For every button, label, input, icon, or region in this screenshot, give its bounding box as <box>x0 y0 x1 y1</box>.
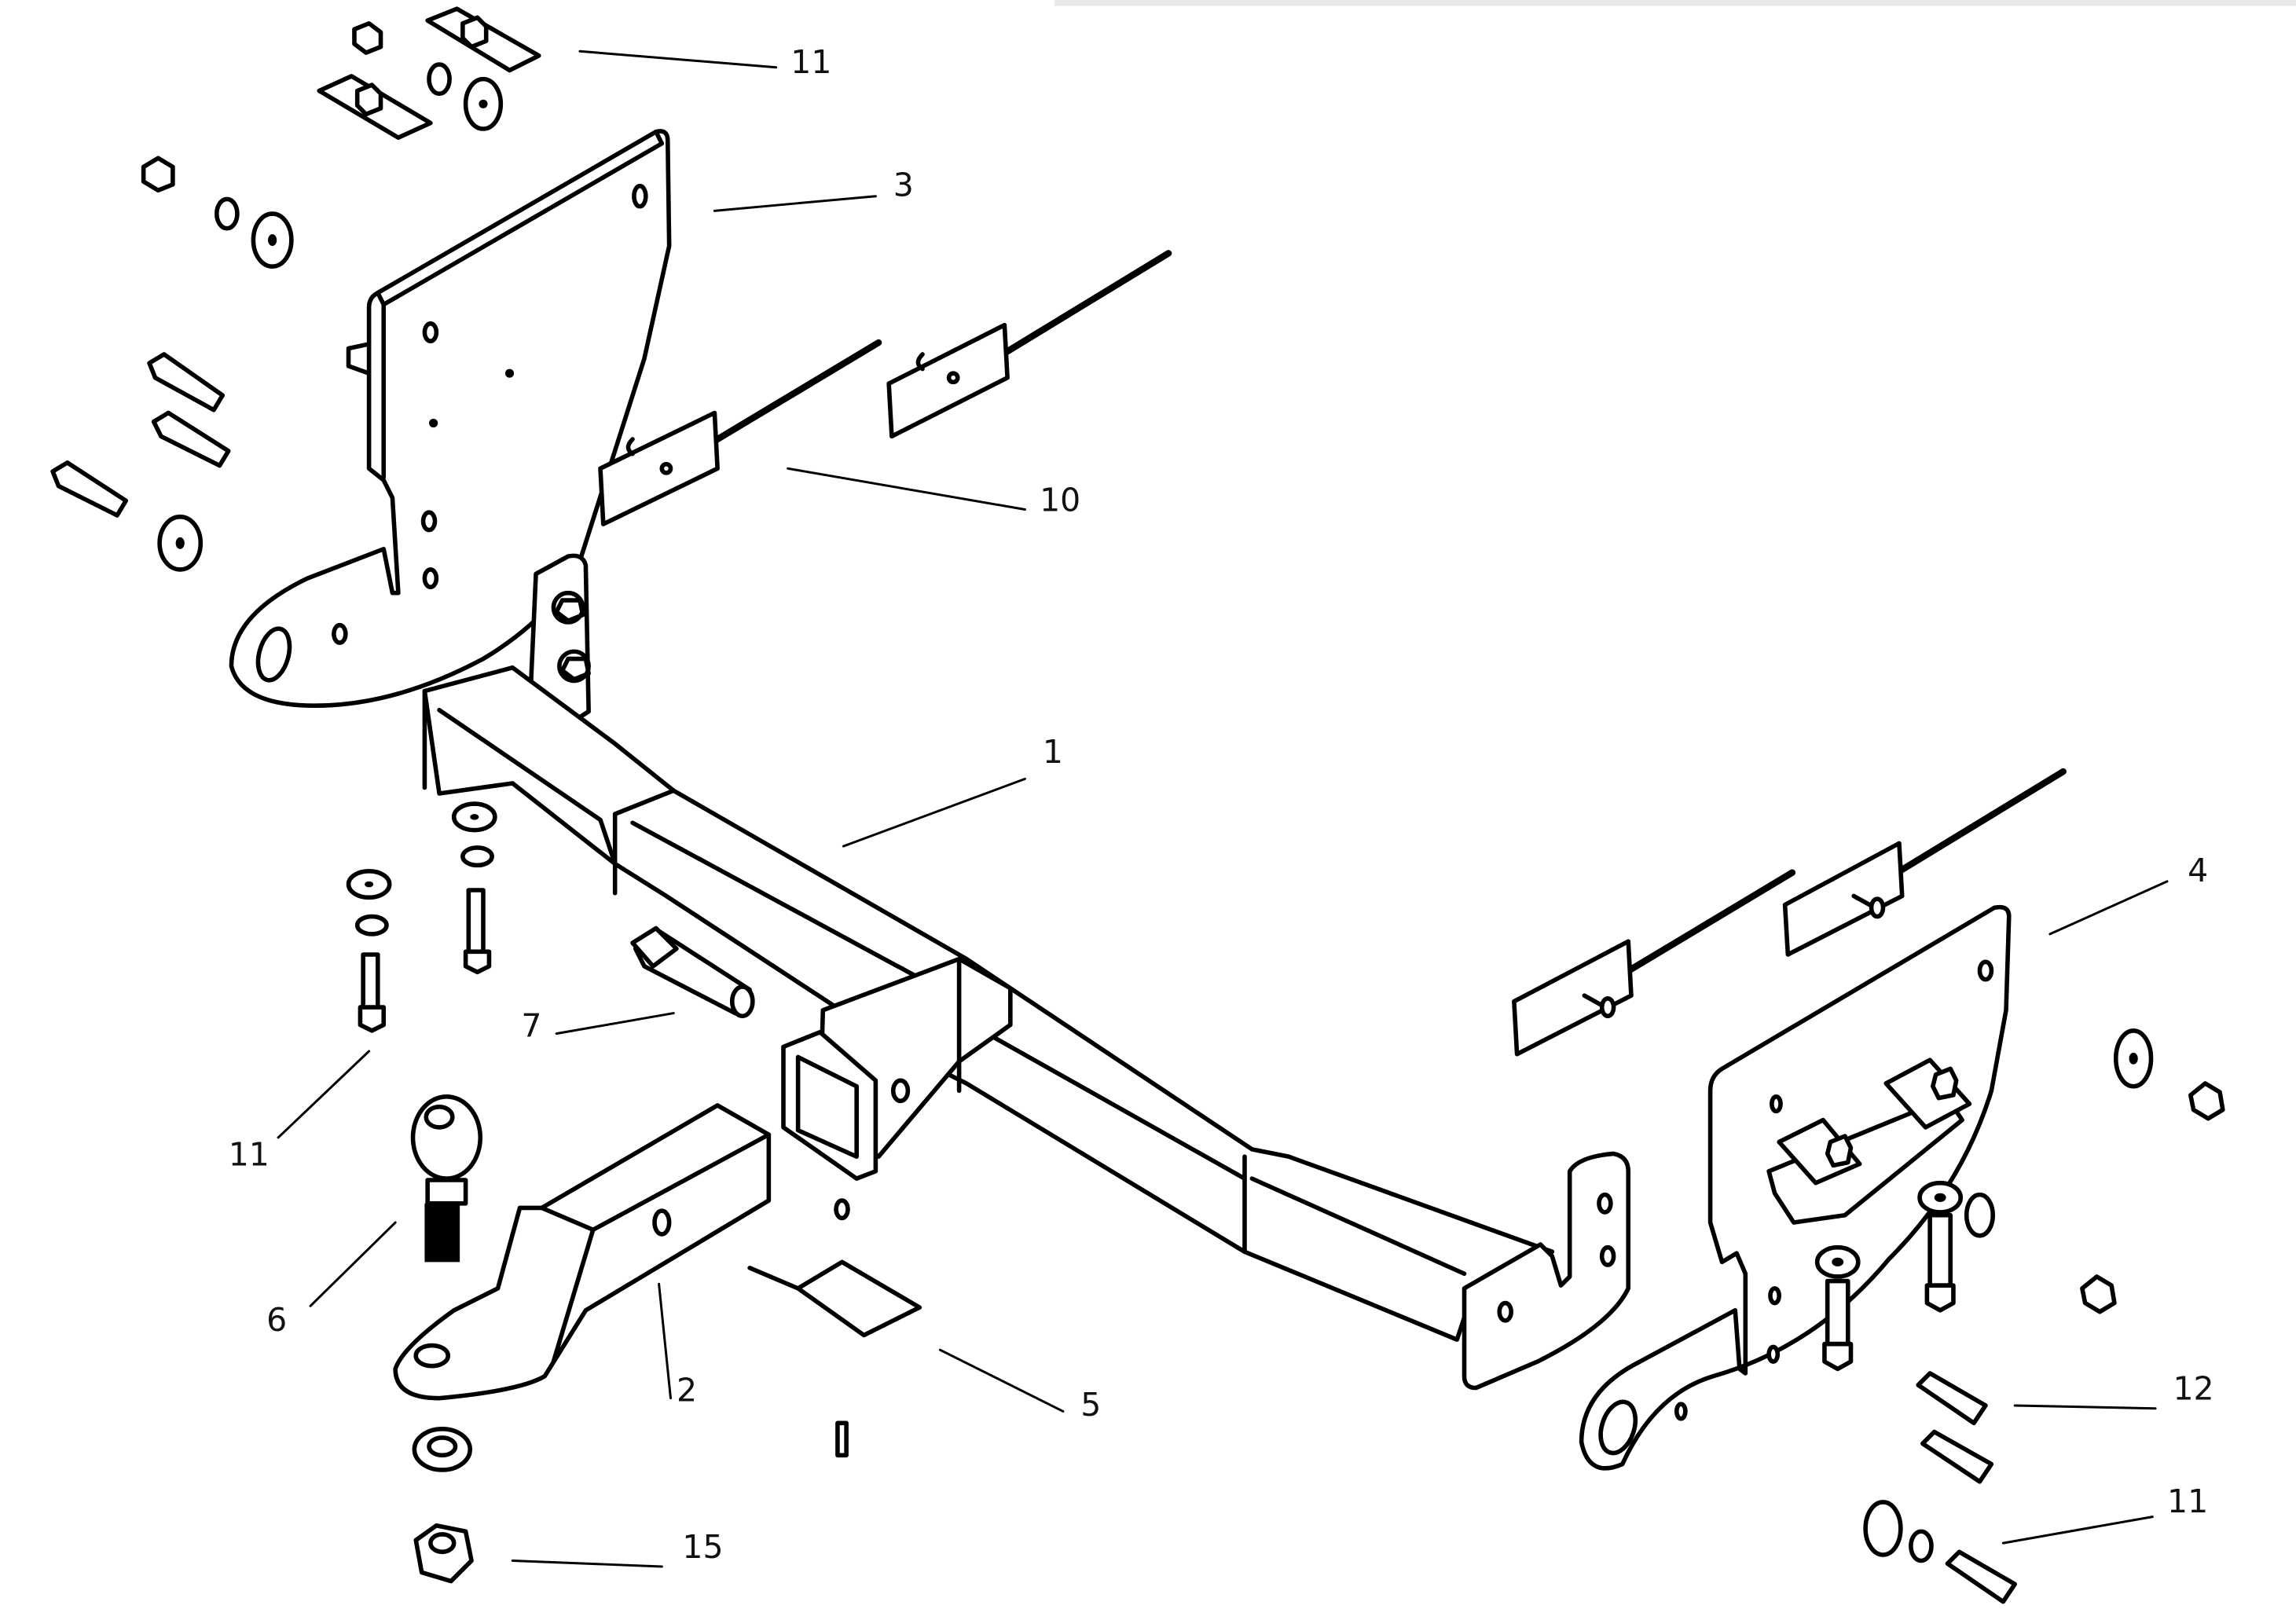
leader-4 <box>2048 880 2169 936</box>
cage-nut-plates <box>317 6 541 140</box>
receiver-tube <box>781 956 1013 1181</box>
right-side-bracket <box>1579 904 2012 1471</box>
hitch-pin <box>630 925 755 1019</box>
left-underside-bolts <box>346 801 497 1033</box>
callout-7: 7 <box>521 1006 541 1044</box>
leader-lines <box>277 49 2169 1568</box>
callout-11-right: 11 <box>2167 1483 2208 1520</box>
right-bracket-bolts <box>1814 1180 1996 1372</box>
callout-12: 12 <box>2173 1370 2213 1408</box>
callout-10: 11 <box>790 43 831 81</box>
top-edge-shadow <box>1054 0 2296 6</box>
leader-7 <box>555 1012 675 1035</box>
ball-nut <box>412 1426 474 1584</box>
leader-9 <box>787 467 1026 511</box>
ball-mount <box>393 1103 772 1401</box>
leader-11-left <box>277 1050 371 1139</box>
leader-3 <box>713 195 877 212</box>
leader-11-right <box>2001 1516 2154 1545</box>
callout-labels: 11 3 10 1 4 7 11 6 2 5 15 12 11 <box>229 43 2214 1566</box>
leader-5 <box>938 1348 1065 1413</box>
callout-3: 3 <box>893 167 914 204</box>
leader-10 <box>578 49 778 69</box>
leader-12 <box>2013 1404 2157 1410</box>
right-end-plate <box>1462 1151 1631 1391</box>
leader-15 <box>511 1560 663 1568</box>
callout-5: 5 <box>1080 1386 1101 1424</box>
callout-11-left: 11 <box>229 1135 270 1173</box>
socket-plate <box>747 1198 922 1458</box>
leader-6 <box>309 1221 397 1307</box>
callout-9: 10 <box>1040 481 1080 519</box>
callout-15: 15 <box>682 1528 723 1566</box>
callout-6: 6 <box>266 1301 287 1339</box>
leader-1 <box>842 777 1026 848</box>
callout-2: 2 <box>677 1371 697 1409</box>
leader-2 <box>658 1282 672 1400</box>
tapping-plates <box>598 250 2067 1057</box>
left-loose-fasteners <box>50 156 294 572</box>
right-loose-fasteners <box>1863 1028 2225 1604</box>
callout-4: 4 <box>2188 852 2208 889</box>
tow-ball <box>410 1094 483 1263</box>
callout-1: 1 <box>1043 733 1063 771</box>
